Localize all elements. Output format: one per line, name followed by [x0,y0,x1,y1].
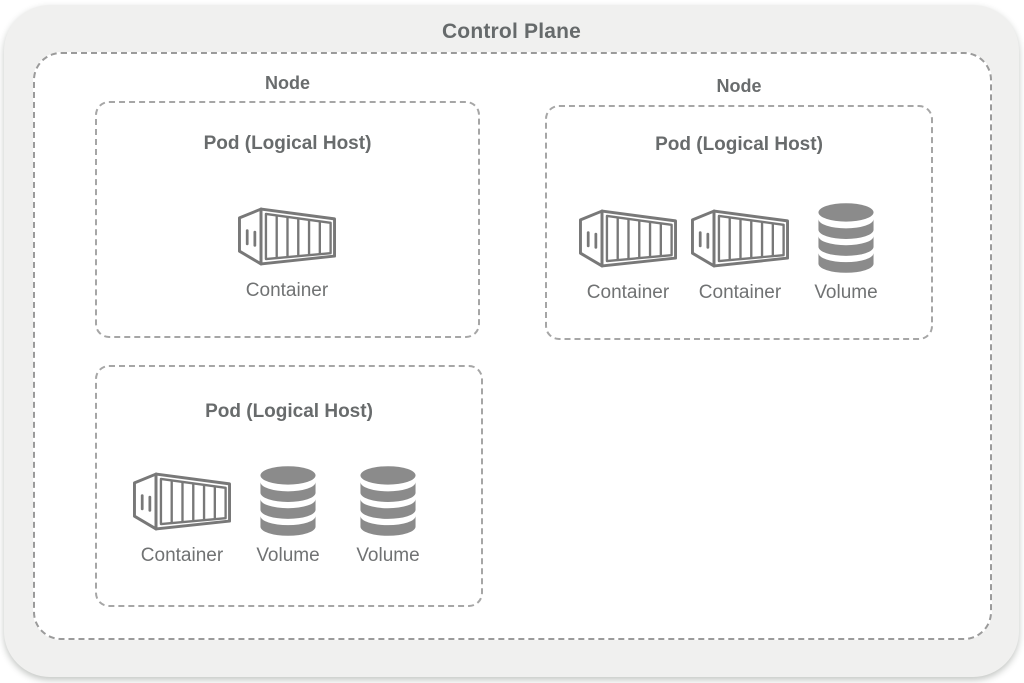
container-item: Container [132,465,232,567]
node-right-label: Node [716,76,762,96]
volume-item: Volume [802,202,890,304]
volume-label: Volume [256,545,320,566]
volume-icon [818,203,874,273]
volume-item: Volume [244,465,332,567]
container-item: Container [690,202,790,304]
container-label: Container [586,282,670,303]
container-icon [238,207,336,265]
pod-icon-row: Container [237,200,337,302]
volume-icon [360,466,416,536]
node-left-label: Node [265,73,310,93]
pod-box-left-top: Pod (Logical Host) Container [95,101,480,338]
pod-title: Pod (Logical Host) [205,401,373,422]
control-plane-panel: Control Plane Node Node Pod (Logical Hos… [4,5,1019,677]
container-item: Container [578,202,678,304]
container-icon [691,209,789,267]
container-item: Container [237,200,337,302]
volume-label: Volume [356,545,420,566]
container-icon [133,472,231,530]
pod-icon-row: Container Container Volume [578,202,890,304]
container-icon [579,209,677,267]
volume-item: Volume [344,465,432,567]
pod-title: Pod (Logical Host) [203,133,372,154]
container-label: Container [245,280,329,301]
pod-box-right: Pod (Logical Host) Container [545,105,933,340]
pod-box-left-bottom: Pod (Logical Host) Container Volume [95,365,483,607]
control-plane-title: Control Plane [441,20,582,43]
container-label: Container [140,545,224,566]
volume-label: Volume [814,282,878,303]
pod-title: Pod (Logical Host) [655,134,823,155]
pod-icon-row: Container Volume Volume [132,465,432,567]
container-label: Container [698,282,782,303]
volume-icon [260,466,316,536]
